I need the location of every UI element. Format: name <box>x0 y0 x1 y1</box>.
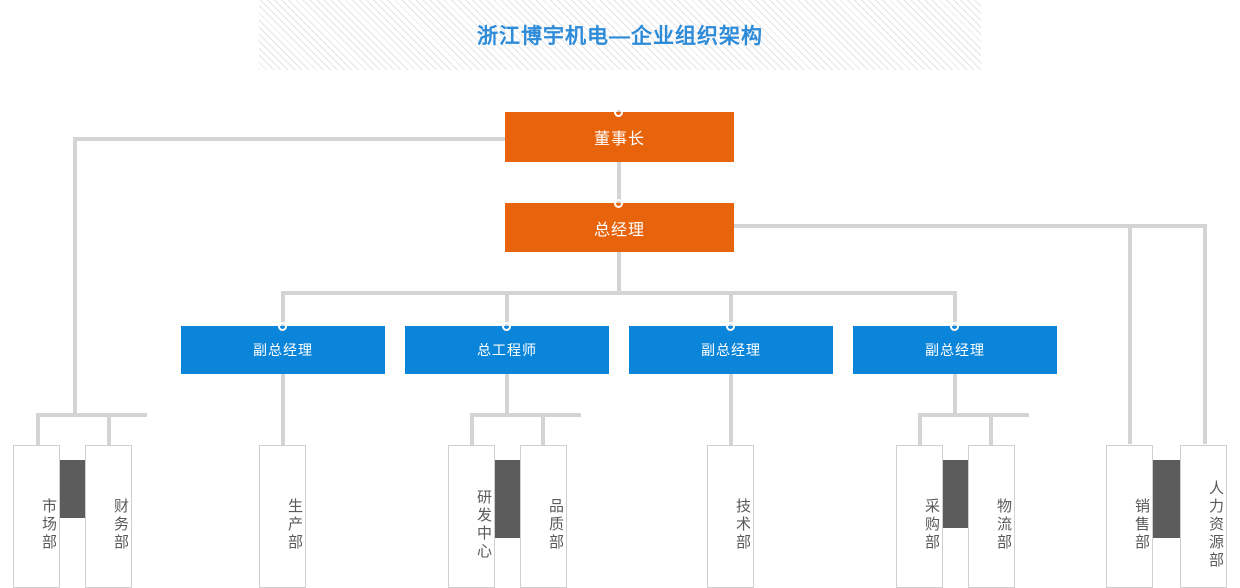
connector-drop-logistics <box>989 413 993 445</box>
box-department-rd-center-label: 研发中心 <box>475 488 492 561</box>
box-department-rd-center[interactable]: 研发中心 <box>448 445 495 588</box>
box-department-production-label: 生产部 <box>286 497 303 552</box>
connector-drop-finance <box>107 413 111 445</box>
box-general-manager-label: 总经理 <box>593 221 645 239</box>
box-department-quality[interactable]: 品质部 <box>520 445 567 588</box>
connector-gm-right-horizontal <box>733 224 1207 228</box>
box-manager-3[interactable]: 副总经理 <box>629 326 833 374</box>
box-department-finance[interactable]: 财务部 <box>85 445 132 588</box>
box-chairman[interactable]: 董事长 <box>505 112 734 162</box>
connector-drop-manager-1 <box>281 291 285 326</box>
box-manager-1-label: 副总经理 <box>253 342 313 358</box>
connector-drop-manager-4 <box>953 291 957 326</box>
connector-chairman-left-vertical <box>73 137 77 417</box>
box-manager-2[interactable]: 总工程师 <box>405 326 609 374</box>
node-dot-manager-3 <box>726 322 735 331</box>
connector-bracket-market-finance <box>36 413 147 417</box>
box-department-finance-label: 财务部 <box>112 497 129 552</box>
connector-drop-market <box>36 413 40 445</box>
box-manager-3-label: 副总经理 <box>701 342 761 358</box>
box-department-production[interactable]: 生产部 <box>259 445 306 588</box>
connector-chairman-to-gm <box>617 110 621 220</box>
page-title: 浙江博宇机电—企业组织架构 <box>477 25 763 48</box>
box-department-technical-label: 技术部 <box>734 497 751 552</box>
connector-chairman-left-horizontal <box>73 137 507 141</box>
box-department-logistics-label: 物流部 <box>995 497 1012 552</box>
connector-bracket-rd-quality <box>470 413 581 417</box>
box-department-quality-label: 品质部 <box>547 497 564 552</box>
connector-drop-hr <box>1203 224 1207 444</box>
node-dot-manager-1 <box>278 322 287 331</box>
connector-gm-down <box>617 252 621 294</box>
title-banner: 浙江博宇机电—企业组织架构 <box>259 0 981 70</box>
connector-drop-technical <box>729 374 733 445</box>
box-department-technical[interactable]: 技术部 <box>707 445 754 588</box>
accent-bar-sales-hr <box>1152 460 1184 538</box>
connector-drop-purchase <box>918 413 922 445</box>
box-department-purchase-label: 采购部 <box>923 497 940 552</box>
connector-bracket-purchase-logistics <box>918 413 1029 417</box>
box-manager-4[interactable]: 副总经理 <box>853 326 1057 374</box>
connector-drop-quality <box>541 413 545 445</box>
box-department-sales-label: 销售部 <box>1133 497 1150 552</box>
box-general-manager[interactable]: 总经理 <box>505 203 734 252</box>
connector-drop-manager-2 <box>505 291 509 326</box>
box-department-logistics[interactable]: 物流部 <box>968 445 1015 588</box>
box-department-hr[interactable]: 人力资源部 <box>1180 445 1227 588</box>
connector-drop-rd <box>470 413 474 445</box>
box-manager-4-label: 副总经理 <box>925 342 985 358</box>
connector-chiefeng-down <box>505 374 509 414</box>
box-department-hr-label: 人力资源部 <box>1207 479 1224 570</box>
node-dot-chairman <box>614 108 623 117</box>
connector-management-bus <box>281 291 956 295</box>
box-department-market-label: 市场部 <box>40 497 57 552</box>
connector-drop-manager-3 <box>729 291 733 326</box>
box-department-market[interactable]: 市场部 <box>13 445 60 588</box>
connector-drop-production <box>281 374 285 445</box>
box-department-purchase[interactable]: 采购部 <box>896 445 943 588</box>
connector-vgm4-down <box>953 374 957 414</box>
box-department-sales[interactable]: 销售部 <box>1106 445 1153 588</box>
box-manager-1[interactable]: 副总经理 <box>181 326 385 374</box>
node-dot-general-manager <box>614 199 623 208</box>
connector-drop-sales <box>1128 224 1132 444</box>
node-dot-manager-4 <box>950 322 959 331</box>
box-chairman-label: 董事长 <box>593 131 645 148</box>
box-manager-2-label: 总工程师 <box>477 342 537 358</box>
node-dot-manager-2 <box>502 322 511 331</box>
